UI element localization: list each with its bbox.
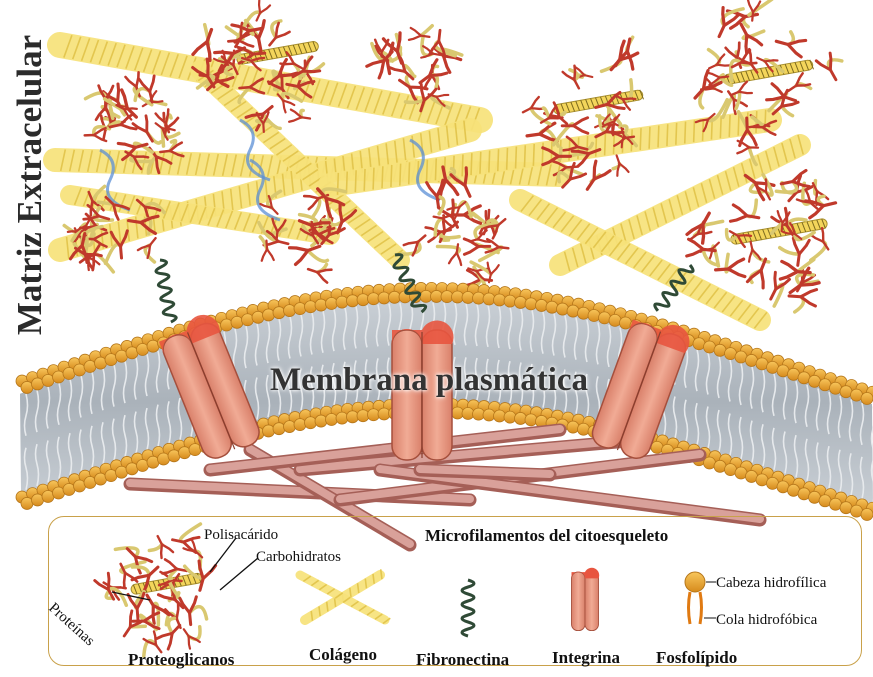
lipid-head <box>525 298 537 310</box>
lipid-head <box>284 421 296 433</box>
microfilaments-label: Microfilamentos del citoesqueleto <box>425 526 668 546</box>
lipid-head <box>231 316 243 328</box>
lipid-head <box>861 393 873 405</box>
lipid-head <box>305 417 317 429</box>
carbohydrate-branch <box>415 60 447 90</box>
lipid-head <box>263 309 275 321</box>
legend-integrin-label: Integrina <box>552 648 620 668</box>
lipid-head <box>494 294 506 306</box>
lipid-head <box>294 419 306 431</box>
extracellular-matrix-title: Matriz Extracelular <box>10 25 50 345</box>
lipid-head <box>588 309 600 321</box>
lipid-head <box>221 319 233 331</box>
lipid-head <box>515 412 527 424</box>
lipid-head <box>305 301 317 313</box>
lipid-head <box>294 303 306 315</box>
lipid-head <box>546 301 558 313</box>
carbohydrate-branch <box>774 33 806 57</box>
lipid-head <box>336 296 348 308</box>
lipid-head <box>315 415 327 427</box>
legend-polysaccharide-label: Polisacárido <box>204 527 278 544</box>
lipid-head <box>273 307 285 319</box>
lipid-head <box>504 295 516 307</box>
lipid-head <box>557 303 569 315</box>
carbohydrate-branch <box>611 154 629 176</box>
lipid-head <box>578 423 590 435</box>
legend-hydrophilic-head-label: Cabeza hidrofílica <box>716 575 826 592</box>
lipid-head <box>336 412 348 424</box>
membrane-label: Membrana plasmática <box>270 362 588 399</box>
lipid-head <box>651 441 663 453</box>
lipid-head <box>609 314 621 326</box>
legend-phospholipid-label: Fosfolípido <box>656 648 737 668</box>
lipid-head <box>599 312 611 324</box>
legend-collagen-label: Colágeno <box>309 645 377 665</box>
lipid-head <box>315 299 327 311</box>
lipid-head <box>252 311 264 323</box>
lipid-head <box>326 298 338 310</box>
lipid-head <box>284 305 296 317</box>
lipid-head <box>567 305 579 317</box>
lipid-head <box>189 444 201 456</box>
lipid-head <box>578 307 590 319</box>
lipid-head <box>504 411 516 423</box>
lipid-head <box>515 296 527 308</box>
fibronectin-strand <box>154 259 177 323</box>
lipid-head <box>494 410 506 422</box>
lipid-head <box>536 299 548 311</box>
lipid-head <box>273 423 285 435</box>
lipid-head <box>525 414 537 426</box>
carbohydrate-branch <box>715 259 745 278</box>
lipid-head <box>326 414 338 426</box>
lipid-head <box>242 314 254 326</box>
lipid-head <box>861 509 873 521</box>
lipid-head <box>179 447 191 459</box>
carbohydrate-branch <box>785 73 810 96</box>
lipid-head <box>567 421 579 433</box>
legend-proteoglycans-label: Proteoglicanos <box>128 650 234 670</box>
carbohydrate-branch <box>580 161 610 194</box>
legend-fibronectin-label: Fibronectina <box>416 650 509 670</box>
lipid-head <box>620 317 632 329</box>
carbohydrate-branch <box>264 23 289 50</box>
carbohydrate-branch <box>816 53 843 83</box>
carbohydrate-branch <box>520 97 545 118</box>
legend-carbohydrates-label: Carbohidratos <box>256 549 341 566</box>
legend-hydrophobic-tail-label: Cola hidrofóbica <box>716 612 817 629</box>
lipid-head <box>263 425 275 437</box>
